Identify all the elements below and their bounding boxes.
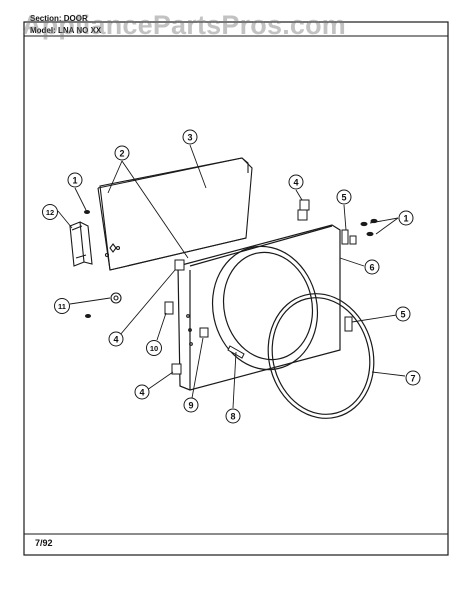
callout-label: 8	[230, 412, 235, 422]
callout-1-right: 1	[398, 210, 414, 226]
section-heading: Section: DOOR	[30, 14, 88, 23]
callout-9: 9	[183, 397, 199, 413]
callout-3: 3	[182, 129, 198, 145]
watermark-text: AppliancePartsPros.com	[22, 10, 347, 40]
callout-5-top: 5	[336, 189, 352, 205]
callout-label: 10	[150, 344, 158, 353]
model-heading: Model: LNA NO XX	[30, 26, 102, 35]
callout-6: 6	[364, 259, 380, 275]
page-border	[23, 21, 449, 556]
callout-5-lower: 5	[395, 306, 411, 322]
strike-part	[199, 327, 209, 338]
clip-upper	[341, 229, 357, 245]
callout-label: 5	[400, 310, 405, 320]
screw-left-bottom	[85, 314, 91, 318]
callout-label: 9	[188, 401, 193, 411]
callout-label: 7	[410, 374, 415, 384]
callout-4-top: 4	[288, 174, 304, 190]
screw-left-top	[84, 210, 90, 214]
clip-lower	[344, 316, 353, 332]
callout-label: 4	[113, 335, 118, 345]
callout-2: 2	[114, 145, 130, 161]
door-handle	[69, 221, 93, 267]
diagram-frame: 1 2 3 4 5 6 7 8 9 10 11 12	[23, 21, 449, 556]
callout-label: 12	[46, 208, 54, 217]
callout-label: 4	[139, 388, 144, 398]
callout-label: 1	[403, 214, 408, 224]
hinge-top	[297, 199, 310, 221]
callout-8: 8	[225, 408, 241, 424]
bumper-part	[110, 292, 122, 304]
callout-label: 11	[58, 302, 66, 311]
latch-part	[164, 301, 174, 315]
callout-label: 2	[119, 149, 124, 159]
callout-1-left: 1	[67, 172, 83, 188]
callout-12: 12	[42, 204, 58, 220]
callout-11: 11	[54, 298, 70, 314]
callout-4-mid: 4	[108, 331, 124, 347]
callout-4-bottom: 4	[134, 384, 150, 400]
callout-10: 10	[146, 340, 162, 356]
callout-label: 6	[369, 263, 374, 273]
callout-label: 3	[187, 133, 192, 143]
callout-label: 5	[341, 193, 346, 203]
hinge-bottom	[171, 363, 182, 375]
callout-label: 1	[72, 176, 77, 186]
callout-label: 4	[293, 178, 298, 188]
leader-lines	[57, 144, 406, 409]
door-gasket	[267, 293, 375, 419]
hinge-mid	[174, 259, 185, 271]
footer-date: 7/92	[35, 538, 53, 548]
inner-door-panel	[97, 157, 253, 271]
outer-door-panel	[177, 224, 341, 391]
callout-7: 7	[405, 370, 421, 386]
